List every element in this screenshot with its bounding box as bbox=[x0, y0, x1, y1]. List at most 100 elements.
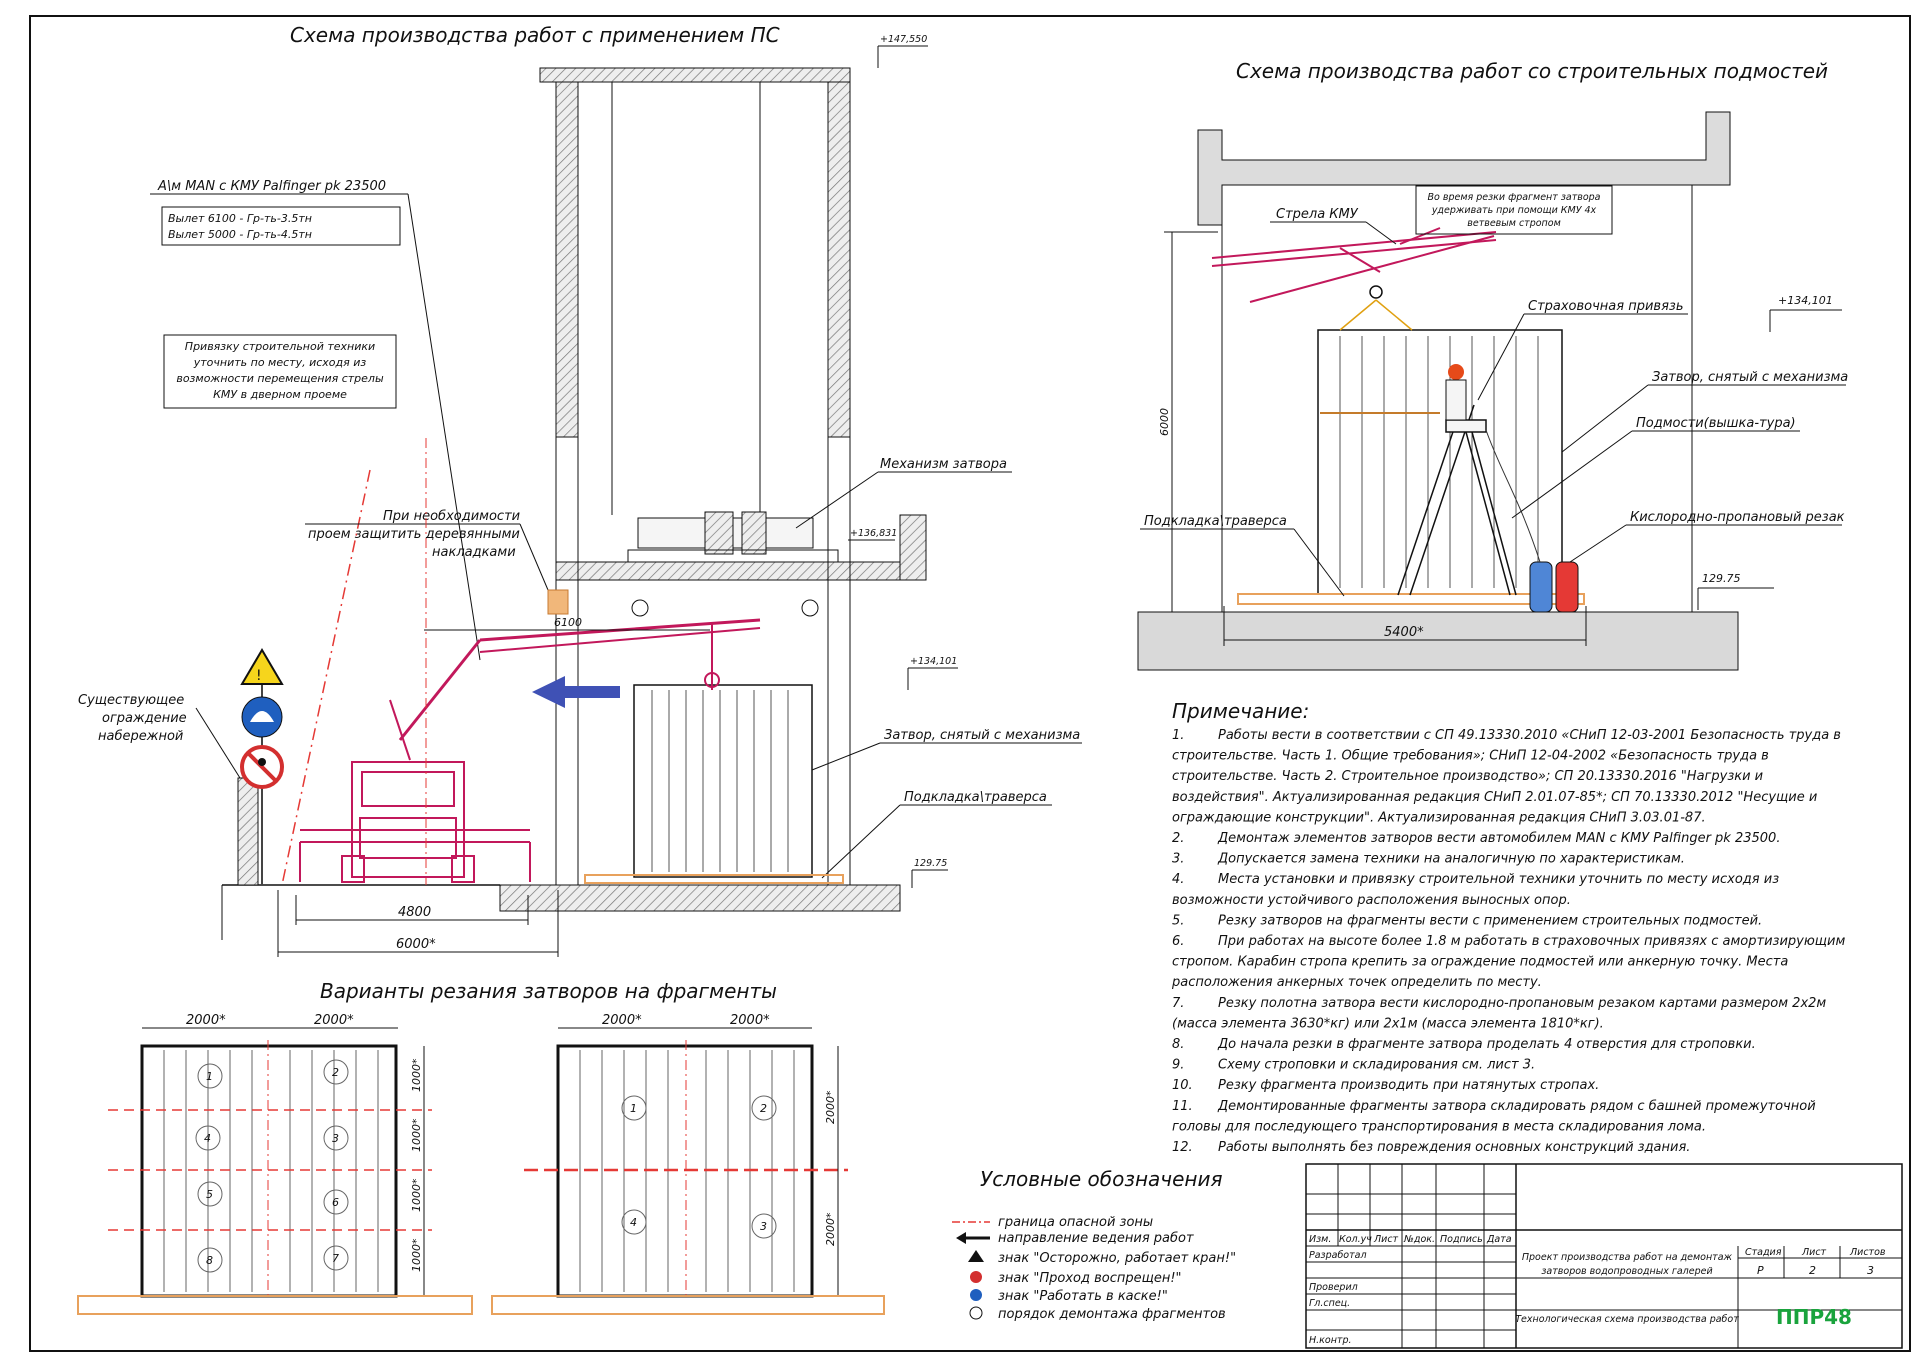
svg-text:знак "Работать в каске!": знак "Работать в каске!" bbox=[998, 1289, 1168, 1304]
order-circle-icon bbox=[323, 1245, 349, 1271]
note-line: Работы вести в соответствии с СП 49.1333… bbox=[1218, 728, 1841, 743]
worker-figure bbox=[1445, 364, 1467, 421]
svg-text:5400*: 5400* bbox=[1384, 625, 1424, 640]
tie-note-box: Привязку строительной техники уточнить п… bbox=[163, 334, 397, 409]
stamp-header-date: Дата bbox=[1486, 1234, 1512, 1245]
cutter-callout: Кислородно-пропановый резак bbox=[1569, 510, 1845, 563]
svg-text:Существующее: Существующее bbox=[78, 693, 184, 708]
note-line: Схему строповки и складирования см. лист… bbox=[1218, 1058, 1535, 1073]
svg-text:Подмости(вышка-тура): Подмости(вышка-тура) bbox=[1636, 416, 1796, 431]
order-circle-icon bbox=[969, 1306, 983, 1320]
stamp-role: Гл.спец. bbox=[1309, 1298, 1350, 1309]
note-number: 1. bbox=[1172, 728, 1184, 743]
support-callout: Подкладка\траверса bbox=[821, 790, 1052, 879]
svg-text:При необходимости: При необходимости bbox=[383, 509, 520, 524]
svg-text:А\м MAN с КМУ Palfinger pk 235: А\м MAN с КМУ Palfinger pk 23500 bbox=[157, 179, 386, 194]
gate-panel-left bbox=[633, 684, 813, 878]
order-circle-icon bbox=[197, 1181, 223, 1207]
note-line: До начала резки в фрагменте затвора прод… bbox=[1217, 1037, 1756, 1052]
order-circle-icon bbox=[621, 1095, 647, 1121]
note-number: 2. bbox=[1172, 831, 1184, 846]
svg-text:Кислородно-пропановый резак: Кислородно-пропановый резак bbox=[1630, 510, 1845, 525]
ps-scheme-title: Схема производства работ с применением П… bbox=[290, 23, 780, 47]
note-line: расположения анкерных точек определить п… bbox=[1171, 975, 1542, 990]
svg-text:Затвор, снятый с механизма: Затвор, снятый с механизма bbox=[884, 728, 1080, 743]
svg-text:3: 3 bbox=[760, 1220, 767, 1233]
scaffold-scheme-title: Схема производства работ со строительных… bbox=[1236, 59, 1828, 83]
svg-text:+134,101: +134,101 bbox=[1778, 294, 1833, 307]
stamp-header-izm: Изм. bbox=[1309, 1234, 1331, 1245]
gate-panel-right bbox=[1317, 329, 1563, 595]
note-line: Работы выполнять без повреждения основны… bbox=[1218, 1140, 1690, 1155]
fence-callout: Существующее ограждение набережной bbox=[78, 693, 241, 779]
svg-text:6: 6 bbox=[332, 1196, 339, 1209]
stamp-stage: Р bbox=[1757, 1264, 1764, 1277]
svg-text:4800: 4800 bbox=[398, 905, 431, 920]
svg-text:КМУ в дверном проеме: КМУ в дверном проеме bbox=[213, 388, 347, 401]
helmet-sign-icon bbox=[241, 696, 283, 738]
stamp-sheet-title: Технологическая схема производства работ bbox=[1515, 1314, 1739, 1325]
svg-text:Механизм затвора: Механизм затвора bbox=[880, 457, 1007, 472]
svg-text:6100: 6100 bbox=[554, 616, 582, 629]
svg-text:знак "Проход воспрещен!": знак "Проход воспрещен!" bbox=[998, 1271, 1182, 1286]
svg-text:возможности перемещения стрелы: возможности перемещения стрелы bbox=[176, 372, 384, 385]
boom-note-box: Во время резки фрагмент затвора удержива… bbox=[1415, 185, 1613, 235]
svg-text:+134,101: +134,101 bbox=[910, 656, 957, 667]
note-number: 5. bbox=[1172, 913, 1184, 928]
svg-text:Стрела КМУ: Стрела КМУ bbox=[1276, 207, 1359, 222]
svg-text:знак "Осторожно, работает кран: знак "Осторожно, работает кран!" bbox=[998, 1251, 1236, 1266]
stamp-header-sign: Подпись bbox=[1440, 1234, 1483, 1245]
notes-list: 1. Работы вести в соответствии с СП 49.13… bbox=[1171, 728, 1845, 1155]
svg-text:129.75: 129.75 bbox=[914, 858, 947, 869]
crane-callout: А\м MAN с КМУ Palfinger pk 23500 Вылет 6… bbox=[150, 179, 481, 661]
mechanism-callout: Механизм затвора bbox=[795, 457, 1012, 529]
elev-ground-right: 129.75 bbox=[1697, 572, 1774, 610]
svg-text:ограждение: ограждение bbox=[102, 711, 187, 726]
svg-text:2000*: 2000* bbox=[824, 1090, 837, 1124]
note-line: стропом. Карабин стропа крепить за ограж… bbox=[1172, 955, 1788, 970]
work-direction-arrow-icon bbox=[532, 676, 620, 708]
svg-text:2000*: 2000* bbox=[602, 1013, 642, 1028]
svg-text:Во время резки фрагмент затвор: Во время резки фрагмент затвора bbox=[1428, 192, 1601, 203]
notes: Примечание: 1. Работы вести в соответстви… bbox=[1171, 699, 1845, 1155]
svg-text:2000*: 2000* bbox=[186, 1013, 226, 1028]
note-line: ограждающие конструкции". Актуализирован… bbox=[1172, 810, 1706, 825]
dim-width-right: 5400* bbox=[1223, 606, 1587, 646]
stamp-header-list: Лист bbox=[1373, 1234, 1399, 1245]
svg-text:Вылет 5000 - Гр-ть-4.5тн: Вылет 5000 - Гр-ть-4.5тн bbox=[168, 228, 312, 241]
note-number: 4. bbox=[1172, 872, 1184, 887]
svg-text:7: 7 bbox=[332, 1252, 339, 1265]
note-line: возможности устойчивого расположения вын… bbox=[1172, 893, 1571, 908]
note-line: Резку полотна затвора вести кислородно-п… bbox=[1218, 996, 1826, 1011]
scaffold-callout: Подмости(вышка-тура) bbox=[1511, 416, 1800, 519]
stamp-stage-header: Стадия bbox=[1745, 1247, 1782, 1258]
note-line: Резку затворов на фрагменты вести с прим… bbox=[1218, 913, 1762, 928]
order-circle-icon bbox=[195, 1125, 221, 1151]
elev-134-right: +134,101 bbox=[1769, 294, 1842, 332]
stamp-header-kol: Кол.уч bbox=[1339, 1234, 1372, 1245]
svg-text:1: 1 bbox=[206, 1070, 213, 1083]
svg-text:проем защитить деревянными: проем защитить деревянными bbox=[308, 527, 520, 542]
crane-truck bbox=[299, 618, 761, 883]
note-line: головы для последующего транспортировани… bbox=[1172, 1119, 1706, 1134]
svg-text:3: 3 bbox=[332, 1132, 339, 1145]
gas-cylinders bbox=[1485, 429, 1579, 613]
tower-wall-right bbox=[827, 81, 851, 438]
svg-text:+136,831: +136,831 bbox=[850, 528, 897, 539]
gate-removed-callout-right: Затвор, снятый с механизма bbox=[1561, 370, 1848, 453]
stamp-role: Проверил bbox=[1309, 1282, 1358, 1293]
svg-text:2000*: 2000* bbox=[314, 1013, 354, 1028]
note-line: (масса элемента 3630*кг) или 2х1м (масса… bbox=[1172, 1016, 1604, 1031]
order-circle-icon bbox=[323, 1189, 349, 1215]
dim-height-right: 6000 bbox=[1158, 231, 1218, 612]
no-entry-sign-icon bbox=[240, 745, 284, 789]
note-number: 3. bbox=[1172, 852, 1184, 867]
no-entry-sign-icon bbox=[970, 1271, 982, 1283]
note-number: 10. bbox=[1172, 1078, 1193, 1093]
notes-heading: Примечание: bbox=[1172, 699, 1309, 723]
note-number: 11. bbox=[1172, 1099, 1193, 1114]
svg-text:удерживать при помощи КМУ 4х: удерживать при помощи КМУ 4х bbox=[1431, 205, 1597, 216]
stamp-role: Н.контр. bbox=[1309, 1335, 1352, 1346]
note-number: 9. bbox=[1172, 1058, 1184, 1073]
